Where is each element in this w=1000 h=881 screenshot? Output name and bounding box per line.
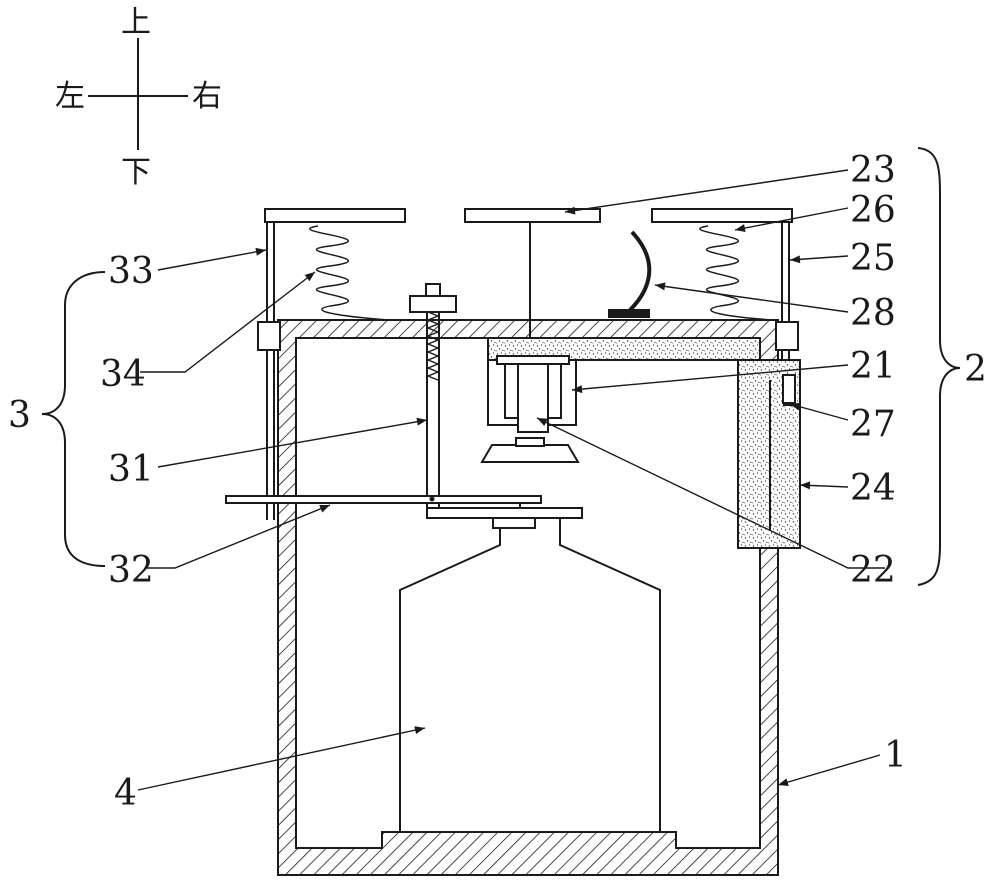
label-4: 4 bbox=[114, 773, 137, 814]
label-33: 33 bbox=[108, 251, 154, 292]
lever-arm bbox=[225, 495, 583, 519]
label-2: 2 bbox=[964, 349, 987, 390]
label-23: 23 bbox=[850, 150, 896, 191]
contact-pad bbox=[608, 309, 650, 318]
leader-27 bbox=[789, 402, 849, 421]
leader-lines bbox=[137, 169, 885, 791]
leader-33 bbox=[157, 247, 267, 271]
label-21: 21 bbox=[850, 346, 896, 387]
label-24: 24 bbox=[850, 468, 896, 509]
lever-pivot bbox=[429, 496, 435, 502]
label-22: 22 bbox=[850, 550, 896, 591]
gas-bottle bbox=[399, 517, 661, 833]
bottle-neck bbox=[492, 517, 536, 529]
leader-22 bbox=[536, 417, 885, 569]
leader-31 bbox=[157, 417, 428, 468]
right-spring bbox=[699, 225, 776, 321]
direction-up: 上 bbox=[121, 5, 151, 40]
brace-group-2 bbox=[917, 147, 961, 586]
leader-32 bbox=[145, 504, 331, 569]
leader-34 bbox=[140, 271, 316, 373]
leader-25 bbox=[789, 255, 849, 264]
screw-assembly bbox=[409, 283, 457, 518]
top-plate-middle bbox=[464, 208, 601, 223]
top-plate-left bbox=[264, 208, 406, 223]
valve-cap bbox=[496, 355, 570, 365]
direction-right: 右 bbox=[192, 79, 222, 114]
leader-21 bbox=[571, 364, 849, 394]
direction-left: 左 bbox=[55, 79, 85, 114]
label-31: 31 bbox=[108, 449, 154, 490]
springs bbox=[309, 225, 776, 321]
label-34: 34 bbox=[100, 354, 146, 395]
leader-1 bbox=[777, 754, 881, 787]
lever-bar bbox=[225, 495, 542, 504]
label-25: 25 bbox=[850, 238, 896, 279]
label-3: 3 bbox=[8, 395, 31, 436]
leader-24 bbox=[799, 481, 849, 490]
screw-nut bbox=[409, 295, 457, 313]
label-26: 26 bbox=[850, 190, 896, 231]
part-labels: 23 26 25 28 33 34 21 2 3 31 27 24 32 22 … bbox=[8, 150, 987, 814]
label-27: 27 bbox=[850, 404, 896, 445]
screw-thread bbox=[426, 311, 440, 381]
screw-head bbox=[425, 283, 441, 297]
direction-cross: 上 下 左 右 bbox=[55, 5, 222, 190]
valve-assembly bbox=[480, 355, 580, 463]
left-spring bbox=[309, 225, 391, 321]
group-braces bbox=[41, 147, 961, 586]
direction-down: 下 bbox=[121, 155, 151, 190]
valve-head-upper bbox=[480, 444, 580, 463]
leader-23 bbox=[564, 169, 849, 215]
brace-group-3 bbox=[41, 271, 106, 567]
trigger-assembly bbox=[608, 230, 652, 318]
valve-neck bbox=[515, 437, 545, 447]
top-plate-right bbox=[651, 208, 793, 223]
piston-27 bbox=[782, 374, 796, 404]
leader-28 bbox=[654, 282, 849, 313]
lever-plate bbox=[426, 507, 583, 519]
bottle-body bbox=[399, 517, 661, 833]
curved-wire bbox=[628, 230, 652, 312]
leader-26 bbox=[734, 207, 849, 233]
label-28: 28 bbox=[850, 293, 896, 334]
label-32: 32 bbox=[108, 550, 154, 591]
leader-4 bbox=[137, 726, 426, 791]
right-guide-block bbox=[775, 321, 799, 351]
label-1: 1 bbox=[884, 735, 907, 776]
top-plates bbox=[264, 208, 793, 223]
left-guide-block bbox=[257, 321, 281, 351]
